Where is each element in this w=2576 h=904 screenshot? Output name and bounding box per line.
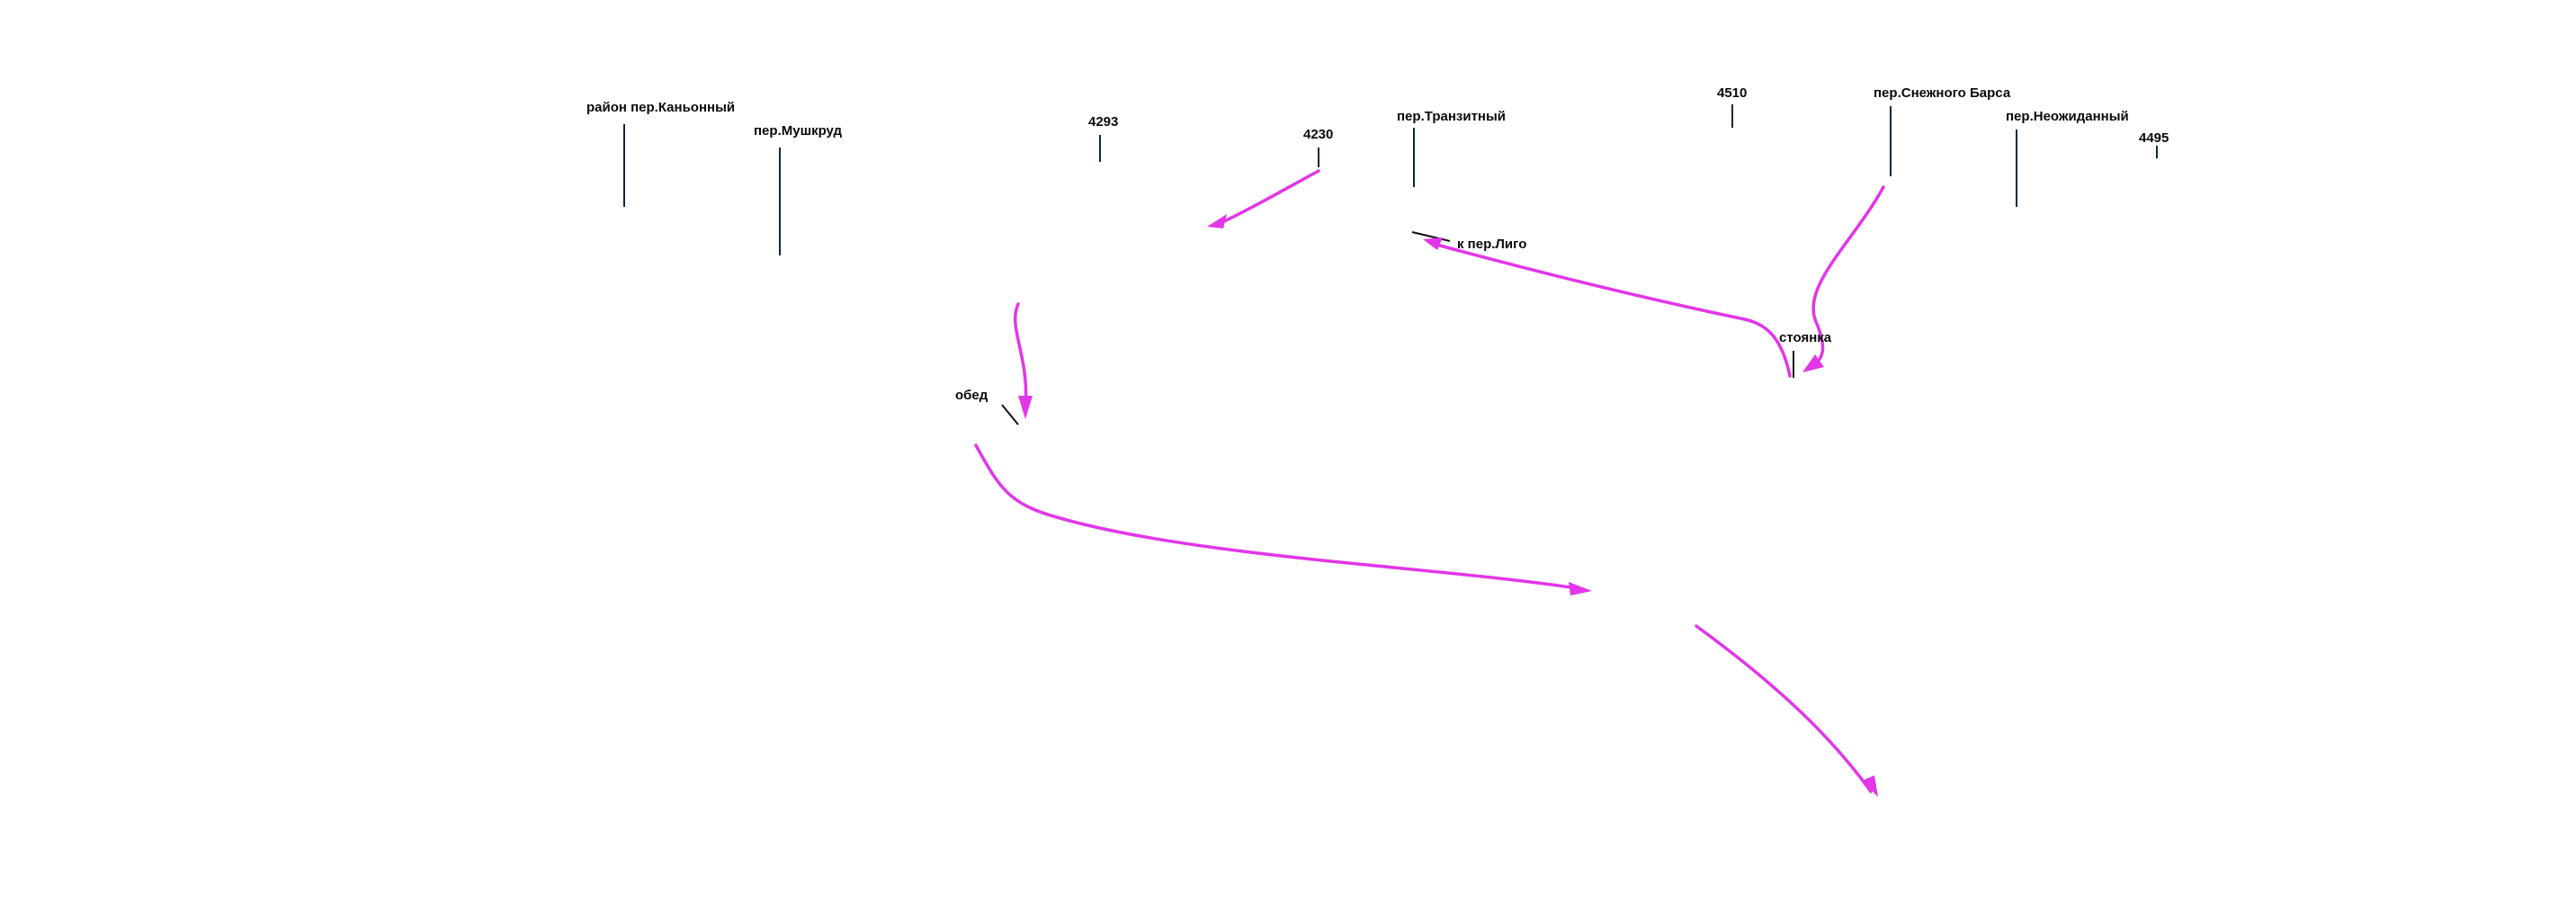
label-to-ligo-pass: к пер.Лиго [1457,237,1527,252]
arrowhead-icon [1018,396,1033,419]
label-transit-pass: пер.Транзитный [1397,109,1507,124]
label-mushkrud-pass: пер.Мушкруд [754,123,843,139]
label-elev-4510: 4510 [1717,85,1748,101]
route-segment-to-lunch [1014,302,1028,411]
arrowhead-icon [1569,582,1592,595]
route-segment-lunch-east [974,443,1585,591]
route-segment-camp-to-ligo [1428,241,1792,378]
label-unexpected-pass: пер.Неожиданный [2006,109,2129,124]
arrowhead-icon [1862,775,1878,797]
route-segment-southeast [1695,624,1873,793]
arrowhead-icon [1802,354,1824,372]
label-elev-4230: 4230 [1303,127,1334,142]
label-lunch: обед [955,388,988,403]
label-canyon-pass-area: район пер.Каньонный [586,100,736,115]
label-snow-leopard-pass: пер.Снежного Барса [1874,85,2011,101]
label-elev-4495: 4495 [2139,130,2169,146]
arrowhead-icon [1207,214,1227,228]
label-elev-4293: 4293 [1088,114,1119,130]
route-lines [974,169,1885,793]
route-arrowheads [1018,214,1878,797]
route-segment-snow-leopard-to-camp [1806,185,1885,371]
route-segment-from-4230 [1214,169,1320,227]
arrowhead-icon [1423,237,1443,250]
leader-to-ligo [1411,231,1451,242]
label-camp: стоянка [1779,330,1832,345]
leader-lunch [1001,404,1019,425]
